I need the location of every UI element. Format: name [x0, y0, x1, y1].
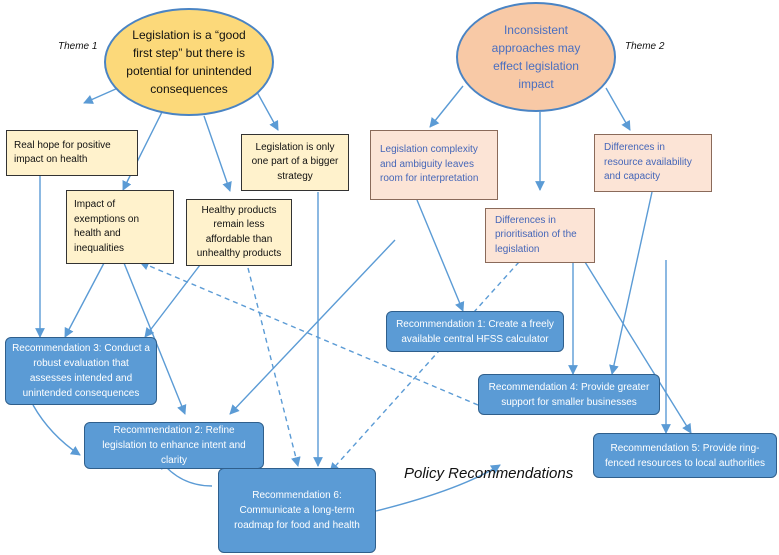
arrow-theme1-to-only-one-part	[256, 91, 279, 131]
recommendation-2-text: Recommendation 2: Refine legislation to …	[102, 425, 246, 466]
recommendation-6-text: Recommendation 6: Communicate a long-ter…	[234, 490, 360, 531]
subtheme-healthy-products-text: Healthy products remain less affordable …	[196, 204, 282, 260]
subtheme-only-one-part-text: Legislation is only one part of a bigger…	[251, 141, 339, 182]
subtheme-prioritisation: Differences in prioritisation of the leg…	[485, 208, 595, 263]
dashed-arrow-rec4-to-exemptions	[139, 260, 479, 406]
subtheme-exemptions-text: Impact of exemptions on health and inequ…	[74, 199, 140, 254]
theme2-title: Inconsistent approaches may effect legis…	[491, 23, 581, 91]
arrow-theme1-to-exemptions	[122, 109, 164, 191]
recommendation-4: Recommendation 4: Provide greater suppor…	[478, 374, 660, 415]
recommendation-5-text: Recommendation 5: Provide ring-fenced re…	[604, 442, 766, 469]
arrow-rec6-to-rec4	[375, 464, 501, 512]
policy-recommendations-label: Policy Recommendations	[404, 465, 574, 482]
recommendation-3-text: Recommendation 3: Conduct a robust evalu…	[12, 343, 150, 399]
recommendation-1-text: Recommendation 1: Create a freely availa…	[396, 318, 554, 345]
arrow-theme2-to-complexity	[429, 85, 464, 128]
recommendation-6: Recommendation 6: Communicate a long-ter…	[218, 468, 376, 553]
recommendation-3: Recommendation 3: Conduct a robust evalu…	[5, 337, 157, 405]
subtheme-complexity-text: Legislation complexity and ambiguity lea…	[380, 144, 479, 185]
theme1-label: Theme 1	[58, 41, 98, 52]
subtheme-real-hope-text: Real hope for positive impact on health	[14, 139, 111, 166]
arrow-exemptions-to-rec3	[64, 262, 105, 338]
subtheme-resources-text: Differences in resource availability and…	[604, 142, 692, 183]
arrow-prioritisation-to-rec5	[584, 261, 692, 434]
arrow-resources-to-rec4	[609, 191, 653, 375]
recommendation-5: Recommendation 5: Provide ring-fenced re…	[593, 433, 777, 478]
subtheme-exemptions: Impact of exemptions on health and inequ…	[66, 190, 174, 264]
subtheme-healthy-products: Healthy products remain less affordable …	[186, 199, 292, 266]
arrow-theme2-to-resources	[605, 87, 631, 131]
recommendation-4-text: Recommendation 4: Provide greater suppor…	[488, 381, 650, 408]
arrow-theme1-to-real-hope	[83, 87, 119, 104]
arrow-healthy-products-to-rec3	[144, 264, 201, 338]
theme2-ellipse: Inconsistent approaches may effect legis…	[456, 2, 616, 112]
theme2-label: Theme 2	[625, 41, 665, 52]
recommendation-2: Recommendation 2: Refine legislation to …	[84, 422, 264, 469]
subtheme-complexity: Legislation complexity and ambiguity lea…	[370, 130, 498, 200]
theme1-ellipse: Legislation is a “good first step” but t…	[104, 8, 274, 116]
subtheme-prioritisation-text: Differences in prioritisation of the leg…	[495, 214, 577, 255]
arrow-theme1-to-healthy-products	[203, 115, 232, 192]
arrow-rec3-to-rec2	[32, 404, 81, 456]
subtheme-resources: Differences in resource availability and…	[594, 134, 712, 192]
subtheme-only-one-part: Legislation is only one part of a bigger…	[241, 134, 349, 191]
dashed-arrow-prioritisation-to-rec6	[329, 261, 520, 473]
dashed-arrow-healthy-products-to-rec6	[247, 267, 301, 467]
arrow-complexity-to-rec2	[229, 239, 396, 415]
arrow-complexity-to-rec1	[416, 199, 465, 312]
theme1-title: Legislation is a “good first step” but t…	[126, 28, 252, 96]
recommendation-1: Recommendation 1: Create a freely availa…	[386, 311, 564, 352]
subtheme-real-hope: Real hope for positive impact on health	[6, 130, 138, 176]
